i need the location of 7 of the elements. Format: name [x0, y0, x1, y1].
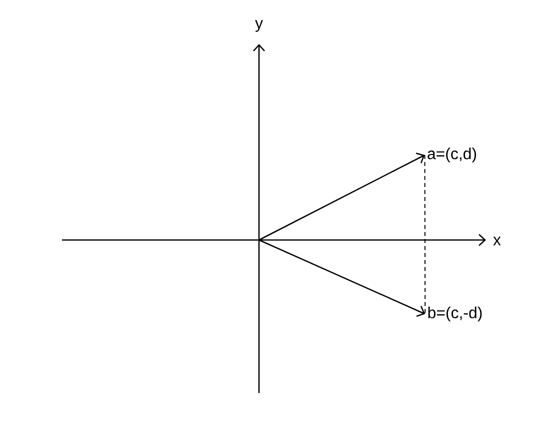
vector-arrow — [258, 239, 426, 317]
vector-arrow — [258, 152, 425, 241]
vector-label: a=(c,d) — [428, 148, 476, 162]
axis-label: y — [255, 20, 263, 32]
vector-label: b=(c,-d) — [428, 306, 482, 322]
axis-label: x — [493, 236, 501, 246]
dashed-line — [424, 154, 426, 314]
